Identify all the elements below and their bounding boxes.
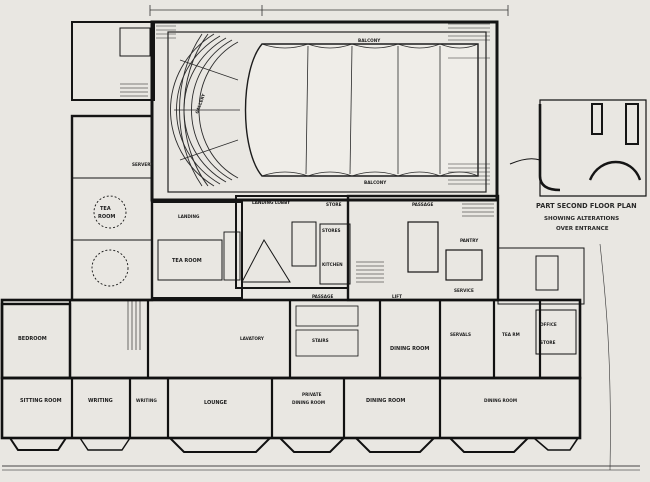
label-servals: SERVALS	[450, 332, 471, 337]
part-plan-inset	[509, 99, 647, 471]
label-passage-top: PASSAGE	[412, 202, 433, 207]
part-plan-note-line1: SHOWING ALTERATIONS	[544, 216, 619, 222]
label-lavatory: LAVATORY	[240, 336, 265, 341]
label-stores: STORES	[322, 228, 341, 233]
label-balcony-top: BALCONY	[358, 38, 381, 43]
label-tea-b: ROOM	[98, 214, 115, 220]
label-pantry: PANTRY	[460, 238, 479, 243]
label-balcony-bottom: BALCONY	[364, 180, 387, 185]
bedroom-block	[0, 302, 72, 380]
label-passage-mid: PASSAGE	[312, 294, 333, 299]
label-dining-room-mid: DINING ROOM	[390, 346, 429, 352]
label-private-dining-b: DINING ROOM	[292, 400, 325, 405]
label-service: SERVICE	[454, 288, 474, 293]
label-landing: LANDING	[178, 214, 200, 219]
part-plan-note-line2: OVER ENTRANCE	[556, 226, 609, 232]
label-lift: LIFT	[392, 294, 402, 299]
room-labels: BALCONY BALCONY GALLERY SERVERY TEA ROOM…	[18, 38, 557, 406]
label-lounge: LOUNGE	[204, 400, 228, 406]
label-private-dining-a: PRIVATE	[302, 392, 322, 397]
top-dimension-line	[149, 5, 509, 16]
label-writing-b: WRITING	[136, 398, 157, 403]
label-landing-lobby: LANDING LOBBY	[252, 200, 291, 205]
service-block	[235, 194, 585, 305]
label-servery: SERVERY	[132, 162, 154, 167]
part-plan-title: PART SECOND FLOOR PLAN	[536, 202, 637, 210]
label-stairs: STAIRS	[312, 338, 329, 343]
label-writing-a: WRITING	[88, 398, 113, 404]
label-tea-room-main: TEA ROOM	[172, 258, 202, 264]
label-store: STORE	[326, 202, 342, 207]
auditorium-block	[150, 20, 499, 202]
part-plan-notes: PART SECOND FLOOR PLAN SHOWING ALTERATIO…	[536, 202, 637, 232]
label-dining-room-right: DINING ROOM	[484, 398, 517, 403]
label-dining-room-main: DINING ROOM	[366, 398, 405, 404]
label-sitting-room: SITTING ROOM	[20, 398, 62, 404]
label-tea-a: TEA	[100, 206, 111, 212]
label-bedroom: BEDROOM	[18, 336, 47, 342]
label-kitchen: KITCHEN	[322, 262, 343, 267]
label-store-right: STORE	[540, 340, 556, 345]
label-office: OFFICE	[540, 322, 557, 327]
label-tea-rm: TEA RM	[502, 332, 520, 337]
